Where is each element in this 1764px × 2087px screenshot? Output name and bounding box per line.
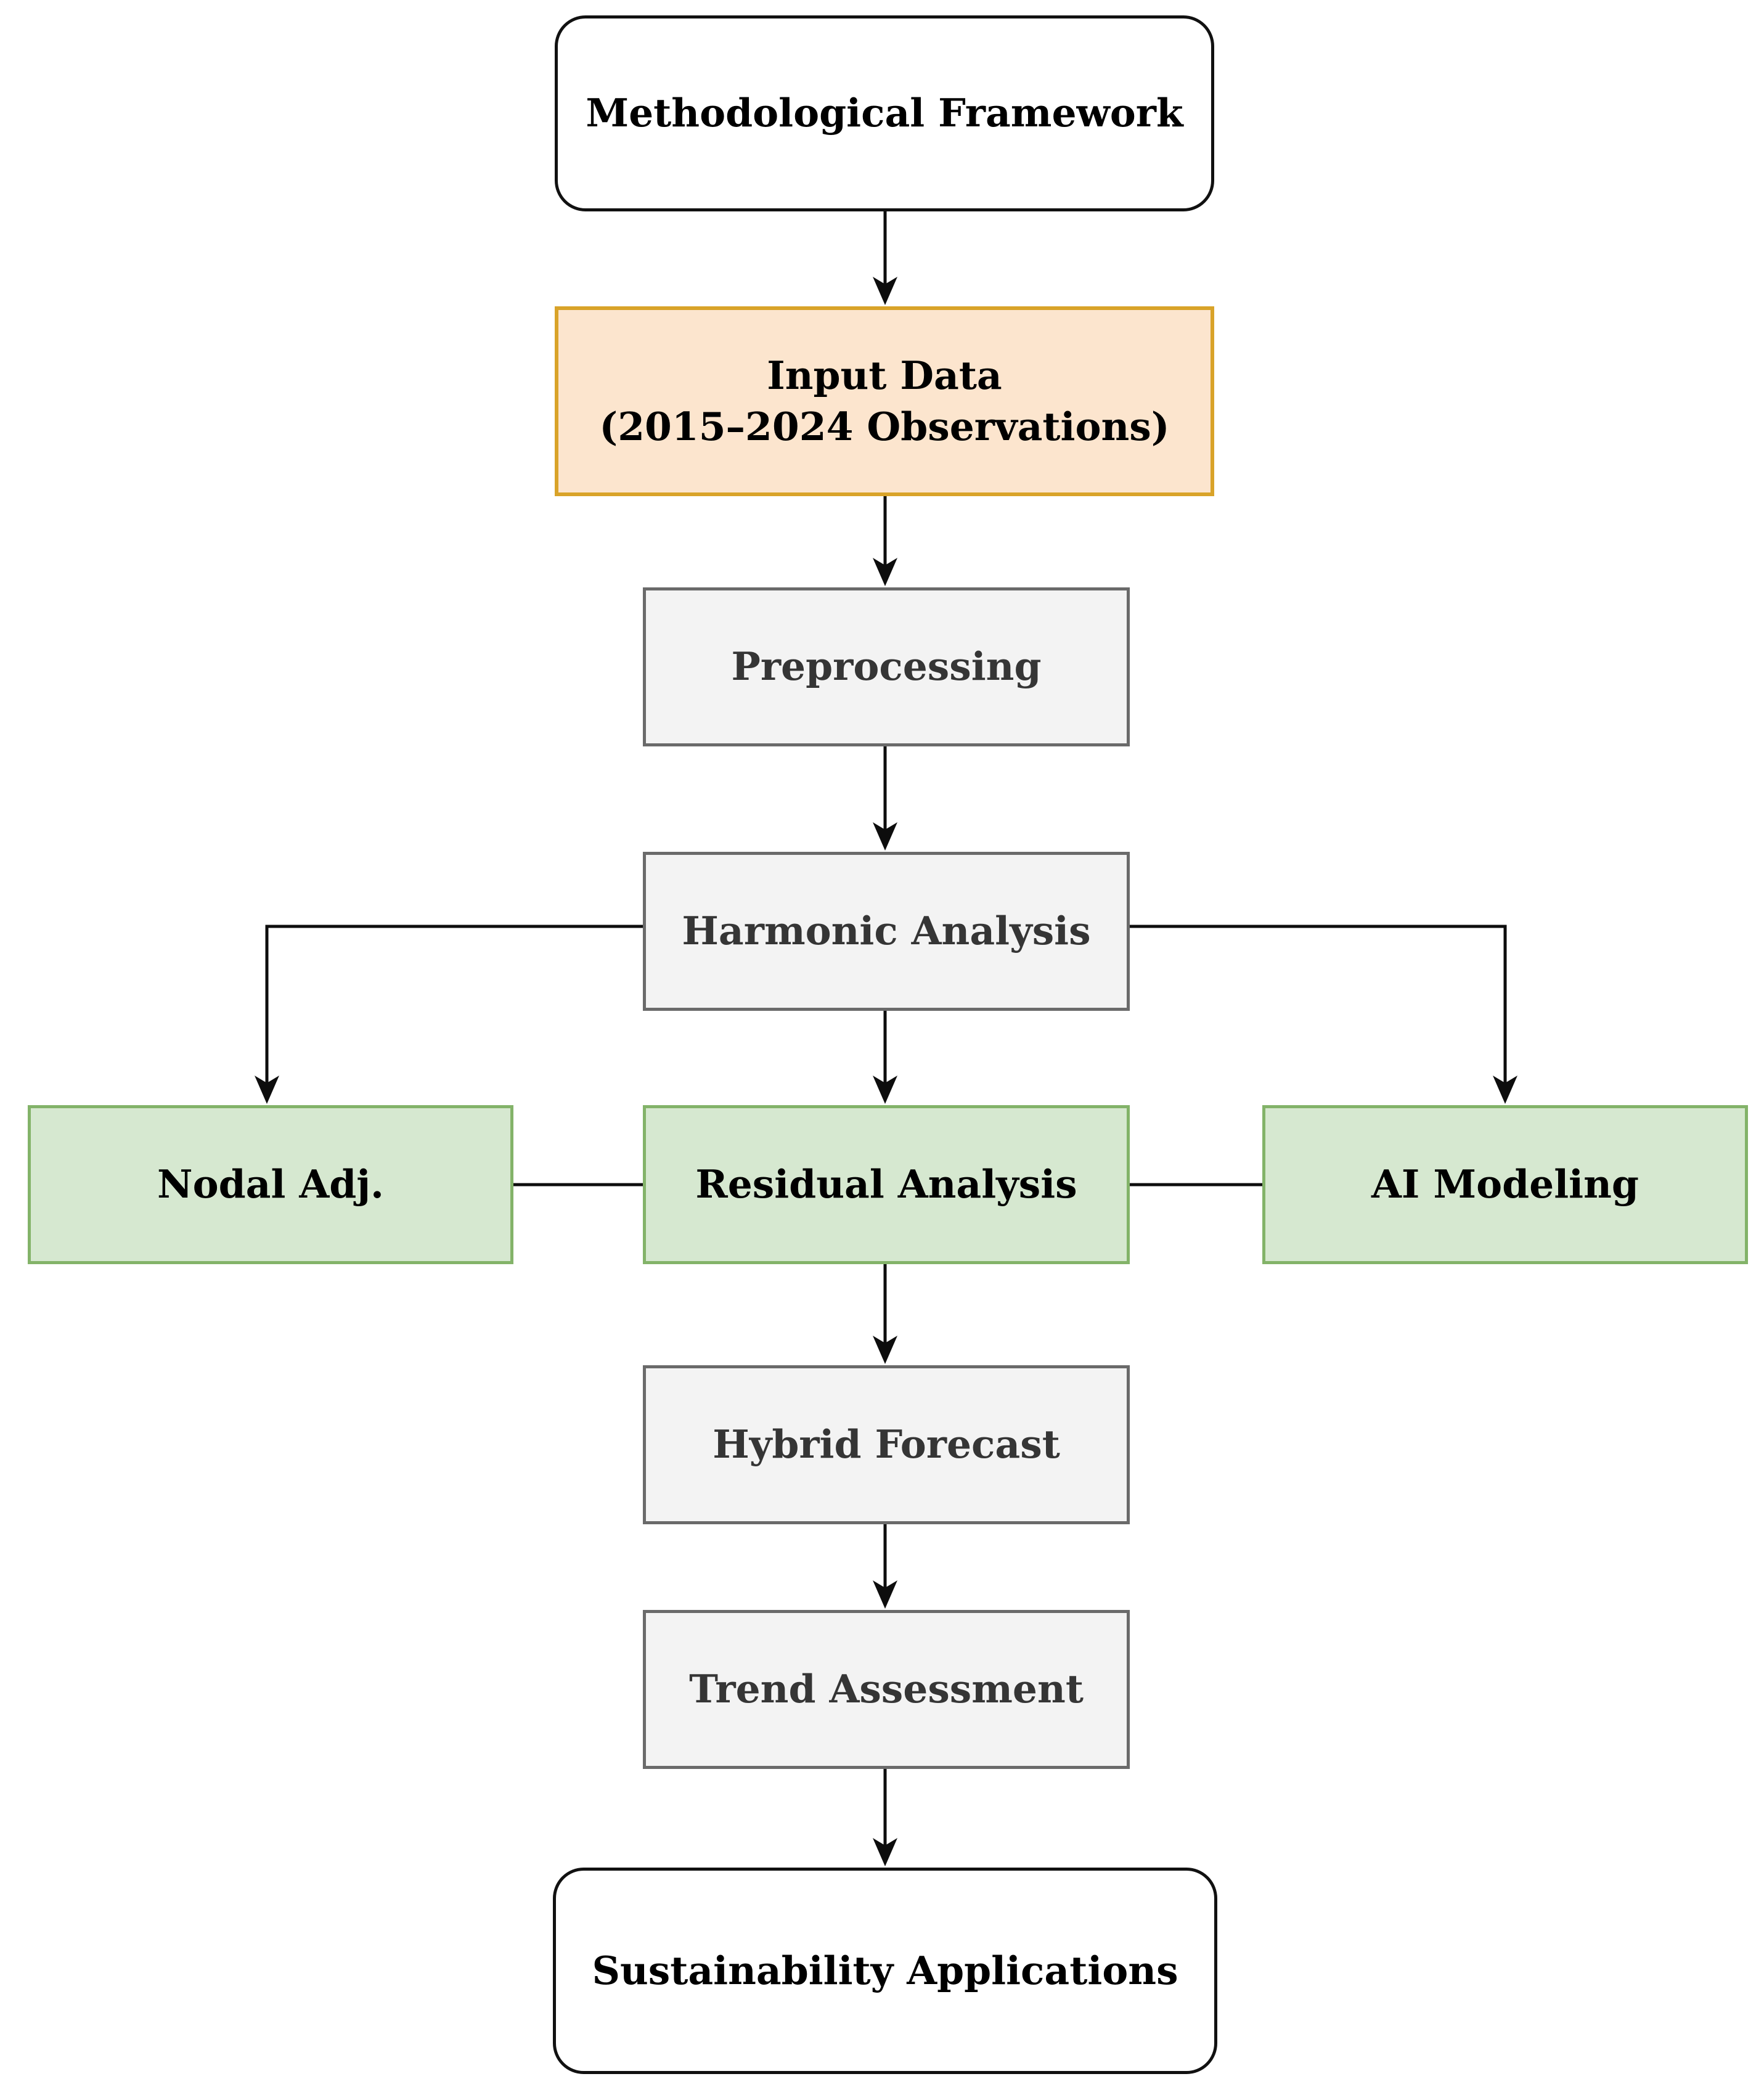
arrowhead-hybrid-trend xyxy=(873,1580,897,1609)
arrowhead-preprocessing-harmonic xyxy=(873,822,897,851)
node-nodal-adjustment: Nodal Adj. xyxy=(28,1105,513,1264)
edge-harmonic-nodal xyxy=(265,925,643,1095)
node-input-data: Input Data (2015–2024 Observations) xyxy=(555,306,1214,496)
node-harmonic-analysis-label: Harmonic Analysis xyxy=(682,908,1091,954)
node-hybrid-forecast: Hybrid Forecast xyxy=(643,1365,1130,1524)
node-preprocessing: Preprocessing xyxy=(643,587,1130,746)
node-residual-analysis-label: Residual Analysis xyxy=(695,1161,1077,1207)
arrowhead-harmonic-ai xyxy=(1493,1076,1517,1104)
node-trend-assessment: Trend Assessment xyxy=(643,1610,1130,1769)
node-input-data-label-line2: (2015–2024 Observations) xyxy=(599,404,1170,449)
node-nodal-adjustment-label: Nodal Adj. xyxy=(157,1161,384,1207)
node-preprocessing-label: Preprocessing xyxy=(731,643,1042,690)
arrowhead-trend-sustainability xyxy=(873,1838,897,1866)
node-harmonic-analysis: Harmonic Analysis xyxy=(643,852,1130,1011)
arrowhead-harmonic-nodal xyxy=(255,1076,279,1104)
node-hybrid-forecast-label: Hybrid Forecast xyxy=(713,1421,1060,1468)
node-sustainability-applications: Sustainability Applications xyxy=(553,1868,1217,2074)
node-ai-modeling-label: AI Modeling xyxy=(1371,1161,1639,1207)
arrowhead-residual-hybrid xyxy=(873,1336,897,1364)
node-methodological-framework-label: Methodological Framework xyxy=(586,90,1183,136)
node-residual-analysis: Residual Analysis xyxy=(643,1105,1130,1264)
node-methodological-framework: Methodological Framework xyxy=(555,15,1214,211)
node-input-data-label-line1: Input Data xyxy=(767,352,1002,398)
arrowhead-input-preprocessing xyxy=(873,558,897,586)
node-sustainability-applications-label: Sustainability Applications xyxy=(592,1947,1178,1993)
edge-harmonic-ai xyxy=(1130,925,1507,1095)
arrowhead-framework-input xyxy=(873,277,897,305)
node-ai-modeling: AI Modeling xyxy=(1262,1105,1748,1264)
node-trend-assessment-label: Trend Assessment xyxy=(689,1666,1084,1712)
arrowhead-harmonic-residual xyxy=(873,1076,897,1104)
